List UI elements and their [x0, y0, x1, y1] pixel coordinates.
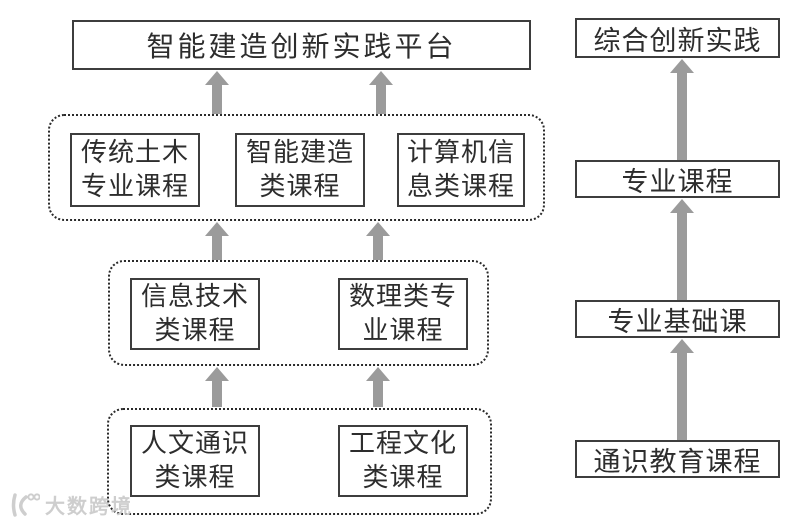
group-professional-courses [48, 114, 545, 221]
up-arrow [366, 367, 390, 407]
arrow-head [205, 367, 229, 381]
arrow-shaft [212, 236, 222, 260]
up-arrow [670, 59, 694, 160]
box-traditional-civil-courses: 传统土木 专业课程 [70, 133, 200, 207]
arrow-head [366, 367, 390, 381]
group-foundation-courses [108, 260, 489, 366]
arrow-shaft [373, 236, 383, 260]
arrow-head [205, 71, 229, 85]
box-math-physics-courses: 数理类专 业课程 [338, 278, 468, 350]
arrow-shaft [376, 85, 386, 114]
arrow-head [670, 199, 694, 213]
group-general-courses [107, 408, 492, 515]
platform-box: 智能建造创新实践平台 [72, 20, 531, 70]
arrow-shaft [212, 85, 222, 114]
arrow-shaft [677, 73, 687, 160]
up-arrow [205, 222, 229, 260]
box-intelligent-construction-courses: 智能建造 类课程 [235, 133, 365, 207]
up-arrow [670, 199, 694, 300]
arrow-shaft [677, 213, 687, 300]
stage-professional-courses: 专业课程 [575, 160, 780, 198]
arrow-head [670, 59, 694, 73]
arrow-shaft [677, 353, 687, 440]
up-arrow [670, 339, 694, 440]
arrow-shaft [212, 381, 222, 407]
up-arrow [366, 222, 390, 260]
stage-professional-basic-courses: 专业基础课 [575, 300, 780, 338]
arrow-shaft [373, 381, 383, 407]
arrow-head [369, 71, 393, 85]
up-arrow [205, 367, 229, 407]
arrow-head [366, 222, 390, 236]
stage-comprehensive-innovation-practice: 综合创新实践 [575, 18, 780, 58]
up-arrow [369, 71, 393, 114]
box-humanities-general-courses: 人文通识 类课程 [130, 425, 260, 497]
arrow-head [205, 222, 229, 236]
box-computer-information-courses: 计算机信 息类课程 [397, 133, 525, 207]
up-arrow [205, 71, 229, 114]
arrow-head [670, 339, 694, 353]
box-engineering-culture-courses: 工程文化 类课程 [338, 425, 468, 497]
box-information-technology-courses: 信息技术 类课程 [130, 278, 260, 350]
watermark-logo-icon [11, 492, 40, 517]
stage-general-education-courses: 通识教育课程 [575, 440, 780, 478]
